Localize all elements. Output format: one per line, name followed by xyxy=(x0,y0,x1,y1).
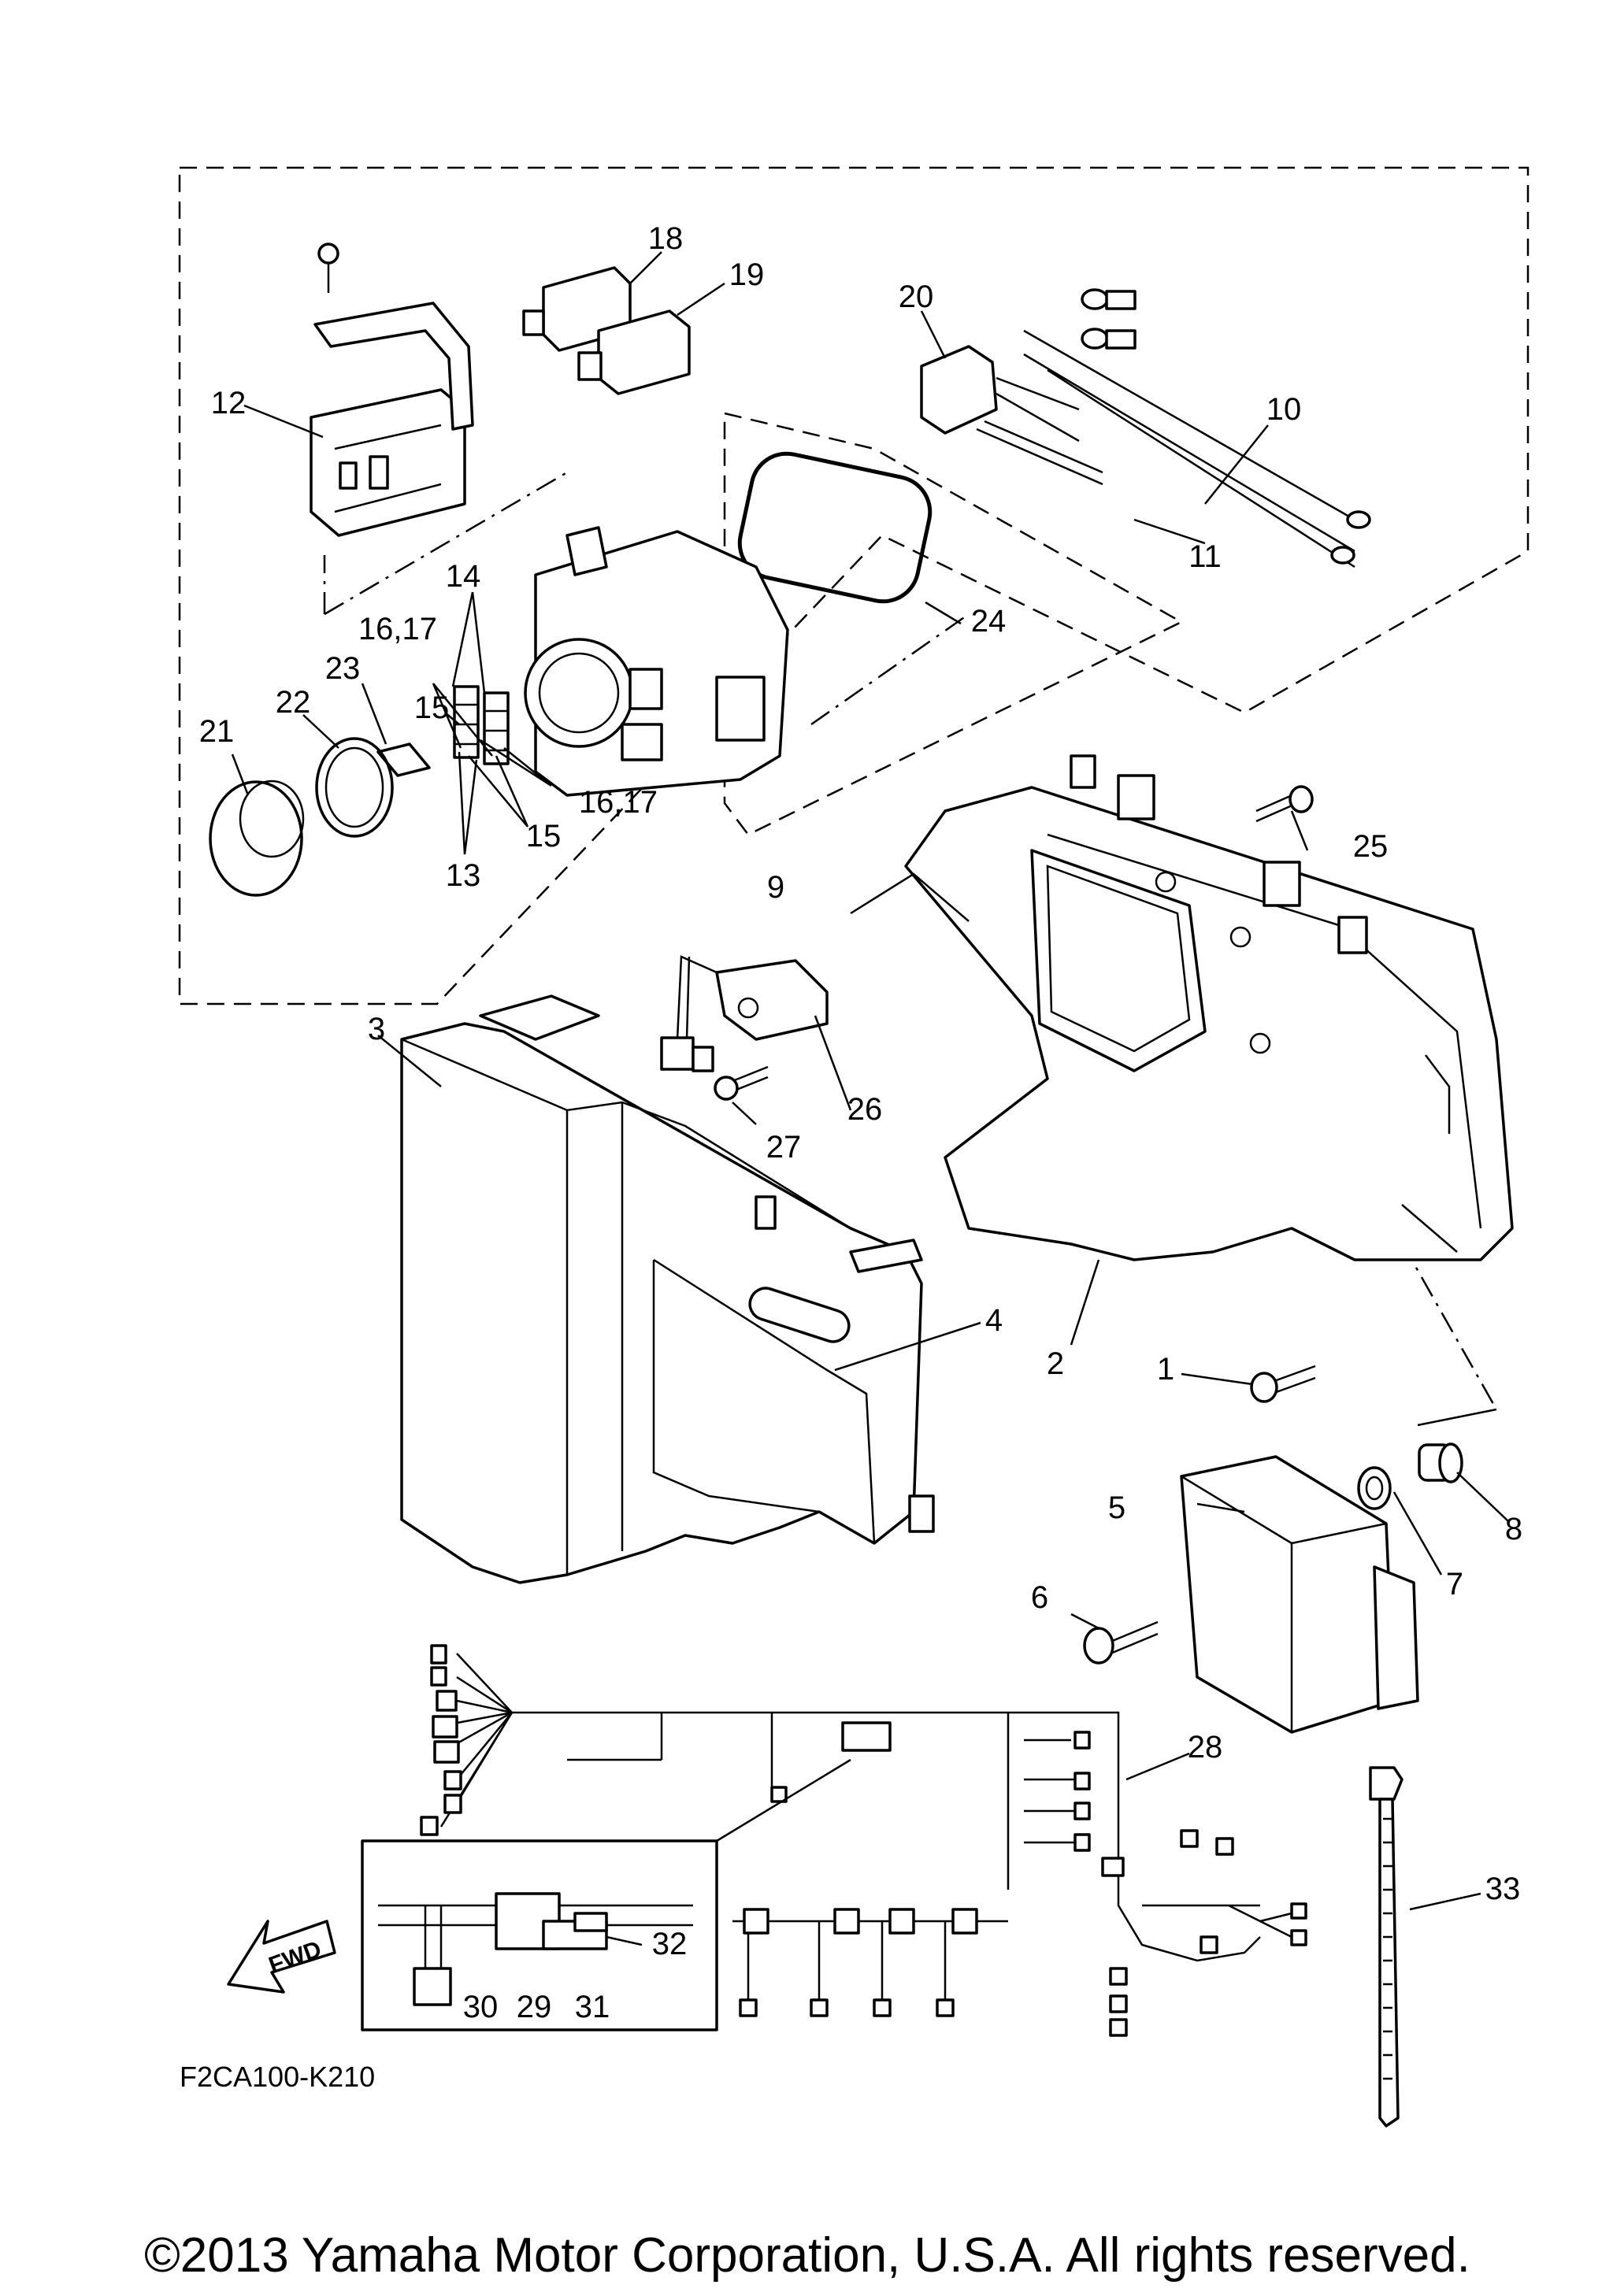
callout-21: 21 xyxy=(199,714,235,749)
part-12-cover xyxy=(310,243,474,537)
part-10-11-cables xyxy=(1023,288,1371,568)
part-1-bolt xyxy=(1250,1365,1316,1403)
callout-27: 27 xyxy=(766,1130,802,1165)
callout-14: 14 xyxy=(446,559,481,594)
part-23-clip xyxy=(376,742,431,777)
part-24-gasket xyxy=(737,451,933,604)
callout-29: 29 xyxy=(517,1990,552,2024)
callout-28: 28 xyxy=(1188,1730,1223,1765)
callout-15-lower: 15 xyxy=(526,819,562,854)
callout-22: 22 xyxy=(276,685,311,720)
callout-33: 33 xyxy=(1485,1872,1521,1906)
callout-2: 2 xyxy=(1047,1346,1064,1381)
callout-6: 6 xyxy=(1031,1580,1048,1615)
callout-19: 19 xyxy=(729,257,765,292)
alignment-lines xyxy=(323,471,1498,1410)
callout-8: 8 xyxy=(1505,1512,1522,1546)
part-8-collar xyxy=(1418,1442,1463,1483)
fwd-arrow-icon: FWD xyxy=(227,1920,336,1994)
part-22-ring xyxy=(315,737,394,838)
callout-16-17-upper: 16,17 xyxy=(358,612,437,646)
callout-23: 23 xyxy=(325,651,361,686)
leader-lines xyxy=(231,251,1509,1946)
part-27-bolt xyxy=(714,1065,769,1101)
callout-4: 4 xyxy=(985,1303,1003,1338)
callout-13: 13 xyxy=(446,858,481,893)
part-26-sensor xyxy=(660,955,829,1072)
callout-5: 5 xyxy=(1108,1491,1125,1525)
part-2-box-base xyxy=(850,754,1514,1261)
callout-9: 9 xyxy=(767,870,784,905)
callout-1: 1 xyxy=(1157,1352,1174,1387)
callout-10: 10 xyxy=(1266,392,1302,427)
callout-20: 20 xyxy=(899,280,934,314)
callout-18: 18 xyxy=(648,221,684,256)
copyright-notice: ©2013 Yamaha Motor Corporation, U.S.A. A… xyxy=(144,2228,1470,2283)
callout-30: 30 xyxy=(463,1990,499,2024)
callout-7: 7 xyxy=(1446,1567,1463,1602)
callout-25: 25 xyxy=(1353,829,1389,864)
callout-16-17-lower: 16,17 xyxy=(579,785,658,820)
part-19-relay xyxy=(577,309,691,395)
callout-26: 26 xyxy=(847,1092,883,1127)
callout-31: 31 xyxy=(575,1990,610,2024)
part-21-knob xyxy=(209,780,305,897)
part-6-bolt xyxy=(1083,1620,1159,1665)
diagram-code: F2CA100-K210 xyxy=(180,2061,375,2093)
part-25-bolt xyxy=(1255,785,1314,823)
callout-32: 32 xyxy=(652,1927,688,1961)
callout-11: 11 xyxy=(1188,539,1222,574)
part-20-sensor xyxy=(920,345,1103,486)
callout-24: 24 xyxy=(971,604,1007,639)
detail-box xyxy=(361,1758,851,2031)
callout-3: 3 xyxy=(368,1012,385,1046)
part-9-throttle-body xyxy=(524,526,789,797)
part-28-wire-harness xyxy=(420,1644,1307,2037)
assembly-group-outline xyxy=(178,166,1530,1005)
part-3-cover xyxy=(400,994,935,1584)
part-7-grommet xyxy=(1357,1466,1392,1510)
part-33-cable-tie xyxy=(1369,1766,1403,2128)
callout-15-upper: 15 xyxy=(414,691,450,725)
part-5-ecu xyxy=(1180,1455,1419,1734)
callout-12: 12 xyxy=(211,386,247,420)
